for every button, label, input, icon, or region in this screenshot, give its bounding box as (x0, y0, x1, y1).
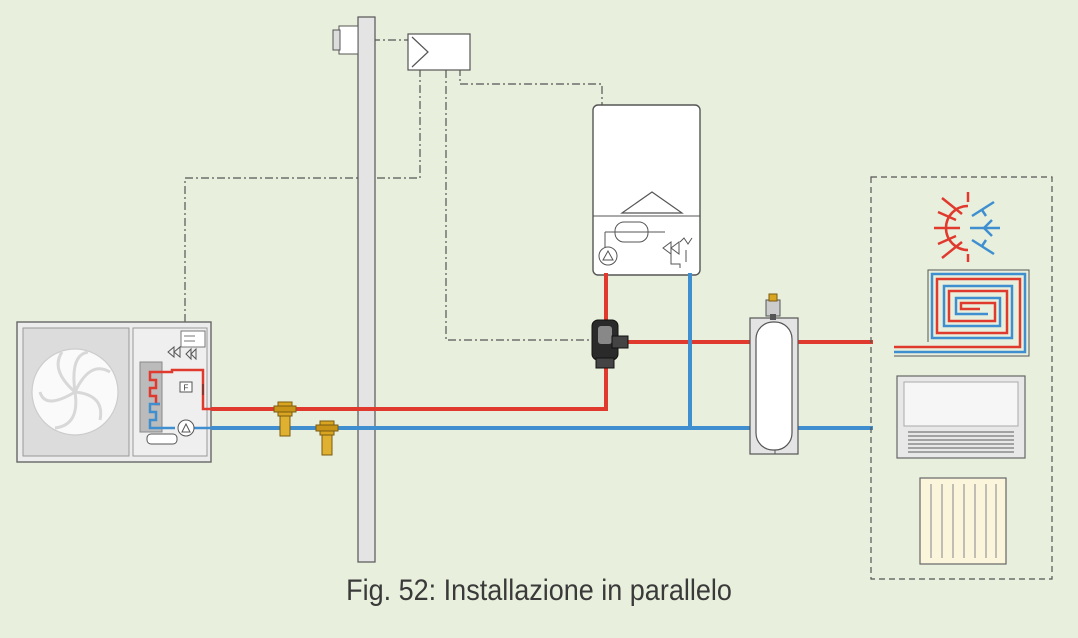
buffer-tank (749, 293, 799, 455)
boiler-safety-valve (662, 241, 680, 255)
dirt-separator-return (315, 420, 339, 456)
building-wall (357, 16, 376, 563)
return-pipes (211, 273, 873, 430)
emitters-enclosure (870, 176, 1053, 580)
sun-icon (934, 192, 970, 262)
heat-exchanger-flow-coil (148, 370, 160, 406)
flow-pipe-heatpump (211, 273, 608, 411)
room-thermostat (407, 33, 471, 71)
wall-mounted-boiler (592, 104, 701, 276)
air-vent (765, 299, 781, 317)
fan-icon (38, 350, 111, 430)
heat-pump-outdoor-unit: F (16, 321, 212, 463)
outdoor-sensor (332, 25, 359, 55)
radiator (919, 477, 1007, 565)
snowflake-icon (970, 200, 1000, 256)
heat-exchanger-return-coil (148, 402, 175, 430)
heat-pump-safety-valve (167, 345, 181, 359)
expansion-tank (146, 433, 178, 445)
control-wiring (184, 39, 603, 341)
heat-pump-circulator (177, 419, 195, 437)
heating-cooling-symbol (934, 192, 1000, 262)
three-way-mixing-valve (591, 319, 629, 369)
wire-thermostat-boiler (459, 68, 603, 108)
underfloor-heating (894, 269, 1030, 357)
fan-coil (896, 375, 1026, 459)
dirt-separator-flow (273, 401, 297, 437)
figure-caption: Fig. 52: Installazione in parallelo (346, 574, 732, 607)
flow-switch (179, 381, 193, 393)
internal-flow-line (160, 368, 211, 411)
wire-heatpump-thermostat (184, 68, 421, 322)
wire-thermostat-valve (432, 67, 593, 341)
flow-switch-label: F (184, 384, 189, 393)
boiler-pump (598, 246, 618, 266)
